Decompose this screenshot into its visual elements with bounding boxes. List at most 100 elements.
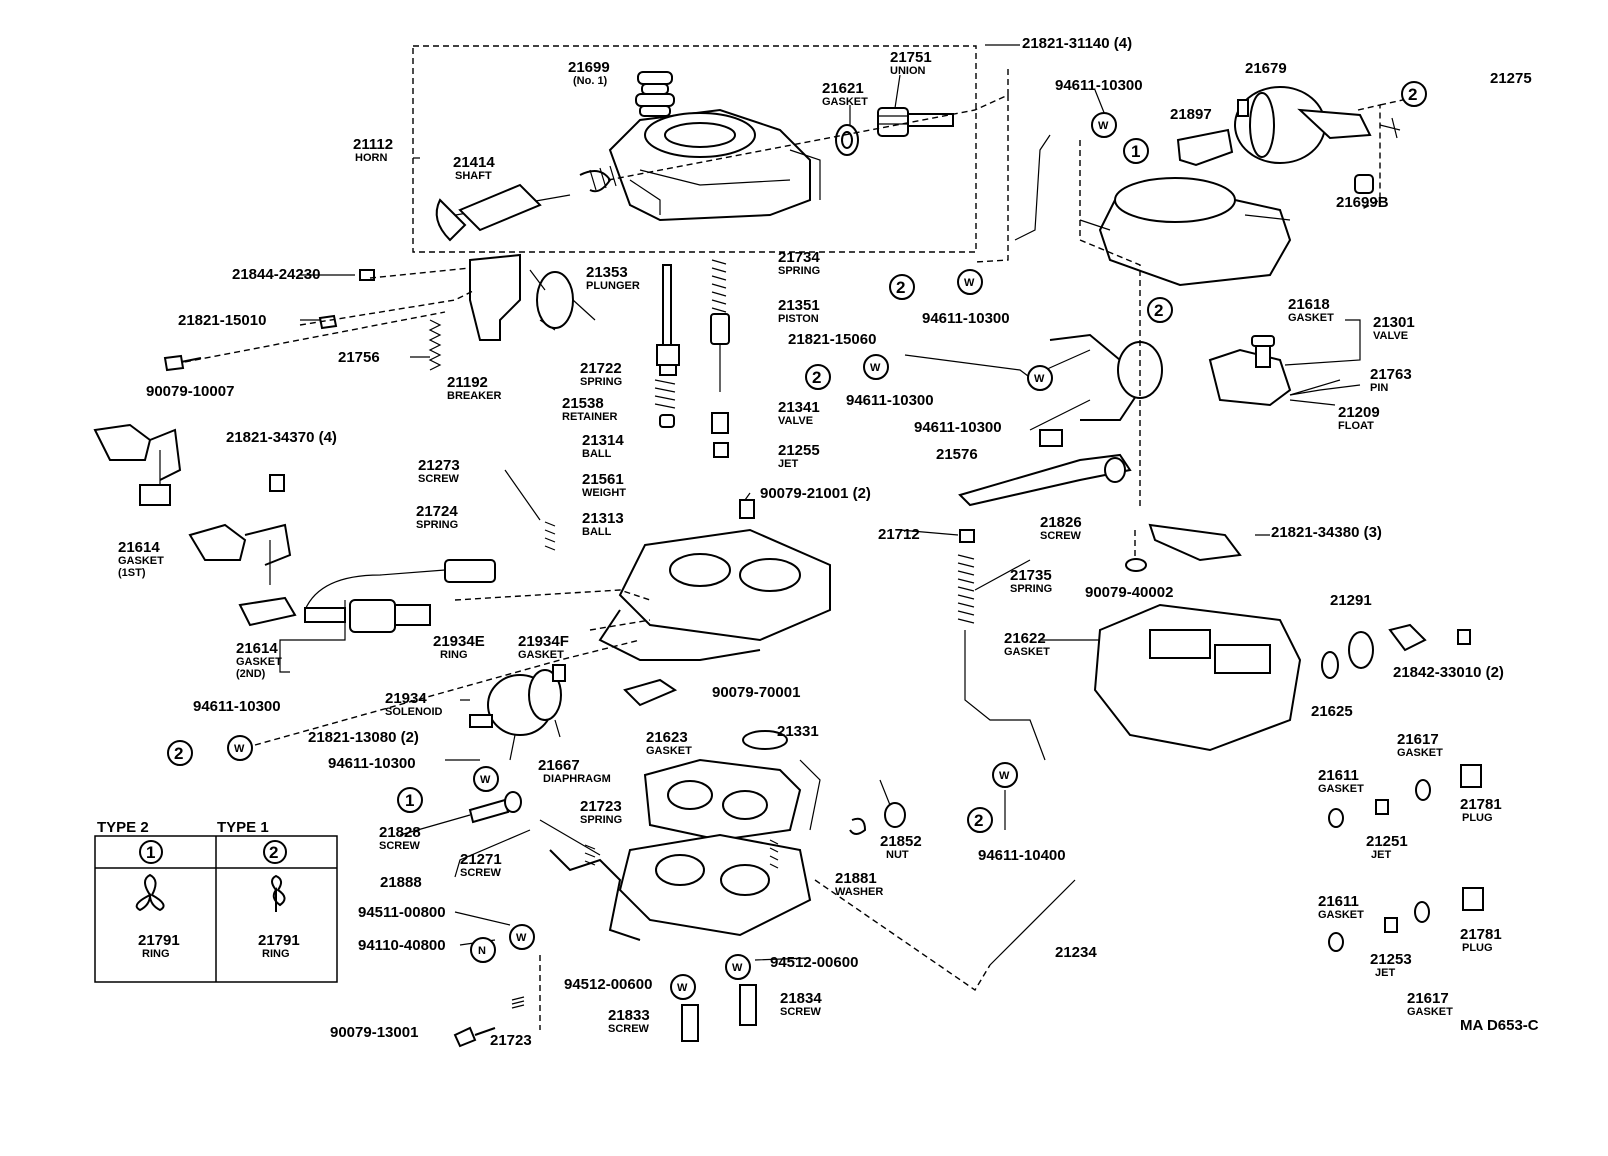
svg-text:W: W [677,982,688,994]
label-21723b-num: 21723 [490,1032,532,1049]
label-21301-sub: VALVE [1373,330,1408,342]
jet-21255 [713,442,729,458]
label-21834-sub: SCREW [780,1006,822,1018]
label-21833-num: 21833 [608,1007,650,1024]
label-21614a-sub: GASKET [118,555,164,567]
diaphragm-21679 [1234,86,1372,164]
label-90079-21001-num: 90079-21001 (2) [760,485,871,502]
float-21209 [1208,335,1361,407]
pin-21234 [989,879,1076,966]
spring-21756 [428,319,442,371]
label-21781a-sub: PLUG [1462,812,1493,824]
gasket-21625 [1321,651,1339,679]
label-21561-sub: WEIGHT [582,487,626,499]
svg-text:1: 1 [1131,142,1140,161]
svg-text:2: 2 [812,368,821,387]
gasket-21617-a [1415,779,1431,801]
marker-washer: W [509,924,535,950]
lever-21614-2nd [188,523,292,585]
label-21209-num: 21209 [1338,404,1380,421]
marker-two: 2 [167,740,193,766]
label-21614b-note: (2ND) [236,668,266,680]
label-21192-num: 21192 [447,374,488,391]
label-21614b-num: 21614 [236,640,278,657]
marker-washer: W [1027,365,1053,391]
label-21934e-sub: RING [440,649,468,661]
label-21611b-sub: GASKET [1318,909,1364,921]
spring-21723 [584,844,596,866]
piston-21351 [710,313,730,345]
label-21301-num: 21301 [1373,314,1415,331]
label-21614b-sub: GASKET [236,656,282,668]
label-21735-num: 21735 [1010,567,1052,584]
marker-washer: W [473,766,499,792]
part-labels: 21699 (No. 1) 21751 UNION 21621 GASKET 2… [118,35,1532,1049]
label-21826-num: 21826 [1040,514,1082,531]
label-21234-num: 21234 [1055,944,1097,961]
label-21623-num: 21623 [646,729,688,746]
label-21724-num: 21724 [416,503,458,520]
gasket-21611-b [1328,932,1344,952]
screw-21275 [1379,117,1401,139]
label-21756-num: 21756 [338,349,380,366]
label-21617b-sub: GASKET [1407,1006,1453,1018]
label-94611-10400-num: 94611-10400 [978,847,1066,864]
label-21621-num: 21621 [822,80,864,97]
label-21897-num: 21897 [1170,106,1212,123]
nut-21712 [959,529,975,543]
label-21679-num: 21679 [1245,60,1287,77]
label-21699-num: 21699 [568,59,610,76]
svg-text:W: W [964,277,975,289]
label-21271-sub: SCREW [460,867,502,879]
screw-21834 [739,984,757,1026]
reference-code: MA D653-C [1460,1017,1539,1034]
label-21275-num: 21275 [1490,70,1532,87]
label-21751-sub: UNION [890,65,926,77]
label-21826-sub: SCREW [1040,530,1082,542]
marker-one: 1 [1123,138,1149,164]
plate-21821-34380 [1148,523,1242,562]
label-21331-num: 21331 [777,723,819,740]
label-21313-num: 21313 [582,510,624,527]
air-horn-top-right [1079,177,1292,287]
label-21934f-sub: GASKET [518,649,564,661]
label-21538-num: 21538 [562,395,604,412]
label-21351-sub: PISTON [778,313,819,325]
label-21622-sub: GASKET [1004,646,1050,658]
plunger-21353 [656,264,680,376]
label-21351-num: 21351 [778,297,820,314]
solenoid-21934 [304,559,496,633]
label-21821-15060-num: 21821-15060 [788,331,876,348]
label-21751-num: 21751 [890,49,932,66]
label-21414-num: 21414 [453,154,495,171]
marker-two: 2 [1401,81,1427,107]
screw-21833 [681,1004,699,1042]
label-21112-num: 21112 [353,136,393,153]
label-21576-num: 21576 [936,446,978,463]
label-21763-num: 21763 [1370,366,1412,383]
legend-col1-sub: RING [142,948,170,960]
label-21314-num: 21314 [582,432,624,449]
label-94511-00800-num: 94511-00800 [358,904,446,921]
label-21734-num: 21734 [778,249,820,266]
label-21611a-sub: GASKET [1318,783,1364,795]
label-94611-10300-e-num: 94611-10300 [193,698,281,715]
legend-col1-marker [139,840,163,864]
label-21934f-num: 21934F [518,633,569,650]
label-21834-num: 21834 [780,990,822,1007]
ring-clip-icon-type1 [271,874,286,912]
dash-horn-link [607,94,1009,181]
cap-21331 [742,730,788,750]
screw-21821-13080 [469,714,493,728]
svg-text:2: 2 [1154,301,1163,320]
svg-text:W: W [480,774,491,786]
label-90079-10007-num: 90079-10007 [146,383,234,400]
cap-21291 [1348,631,1374,669]
label-21821-15010-num: 21821-15010 [178,312,266,329]
rod-21735 [964,630,1046,761]
plate-21842 [1388,623,1427,652]
label-21314-sub: BALL [582,448,612,460]
gasket-21614-2nd [238,596,297,627]
label-21255-num: 21255 [778,442,820,459]
